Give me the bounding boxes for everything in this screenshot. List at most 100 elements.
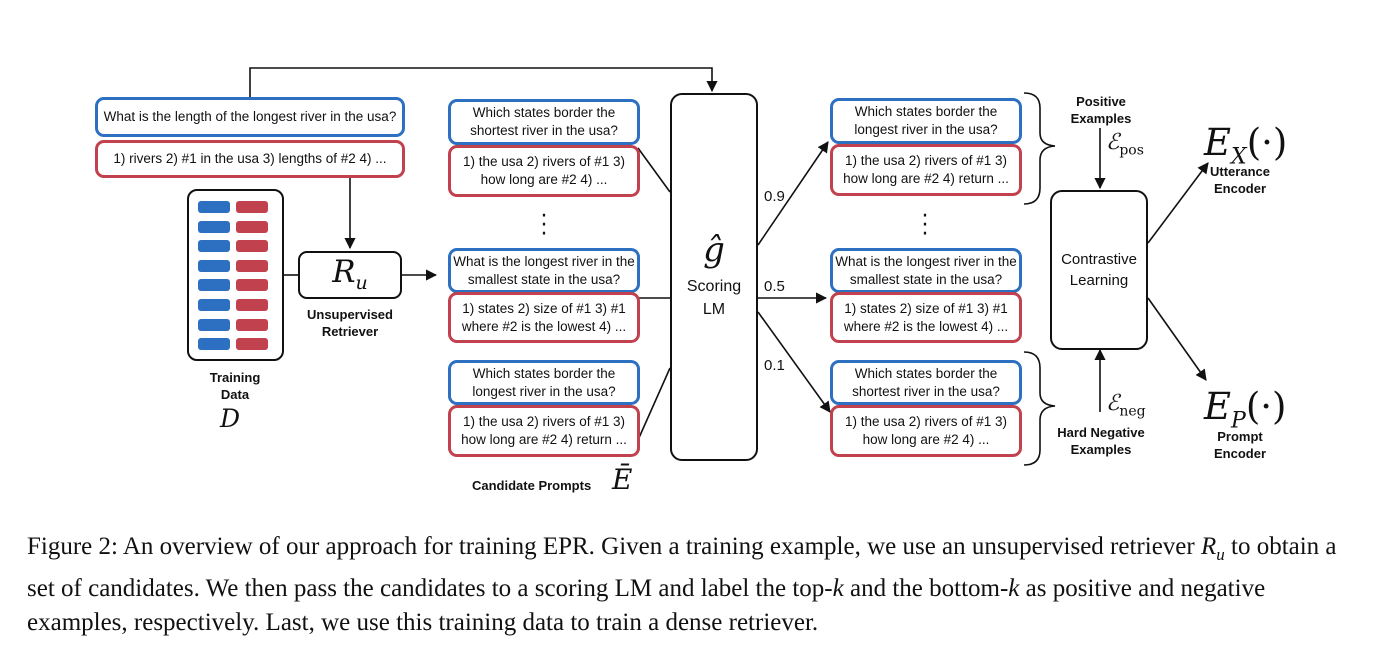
unsupervised-retriever-box: Ru <box>298 251 402 299</box>
training-utterance-chip <box>198 259 230 272</box>
caption-math-r-sub: u <box>1216 545 1225 564</box>
prompt-encoder-args: (·) <box>1245 385 1287 428</box>
candidate-2-decomposition: 1) states 2) size of #1 3) #1 where #2 i… <box>461 300 627 334</box>
training-utterance-chip <box>198 220 230 233</box>
training-utterance-chip <box>198 338 230 351</box>
negative-brace <box>1023 351 1056 466</box>
caption-math-retriever: Ru <box>1201 533 1225 564</box>
candidate-3-decomposition: 1) the usa 2) rivers of #1 3) how long a… <box>461 414 627 447</box>
utterance-encoder-label: Utterance Encoder <box>1210 164 1270 196</box>
training-program-chip <box>236 201 268 213</box>
contrastive-learning-label: Contrastive Learning <box>1061 251 1137 289</box>
scorer-to-rank-1-arrow <box>757 141 829 246</box>
training-program-chip <box>236 279 268 292</box>
query-to-scorer-arrow <box>249 67 718 97</box>
hard-negative-examples-label: Hard Negative Examples <box>1057 425 1145 457</box>
positive-brace <box>1023 92 1056 205</box>
candidate-prompts-label: Candidate Prompts <box>472 478 592 493</box>
scoring-lm-label: Scoring LM <box>686 278 742 318</box>
unsupervised-retriever-label: Unsupervised Retriever <box>307 307 393 339</box>
training-query-box: What is the length of the longest river … <box>95 97 405 137</box>
training-program-chip <box>236 220 268 233</box>
training-program-chip <box>236 318 268 331</box>
score-bottom: 0.1 <box>764 357 785 374</box>
scoring-lm-box: ĝ Scoring LM <box>670 93 758 461</box>
candidate-ellipsis: ··· <box>540 204 548 247</box>
positive-symbol: ℰpos <box>1106 130 1144 159</box>
training-decomposition-box: 1) rivers 2) #1 in the usa 3) lengths of… <box>95 140 405 178</box>
score-top: 0.9 <box>764 188 785 205</box>
candidate-1-question: Which states border the shortest river i… <box>470 105 618 138</box>
positive-symbol-letter: ℰ <box>1106 130 1120 155</box>
contrastive-to-prompt-arrow <box>1147 297 1207 381</box>
utterance-encoder-args: (·) <box>1246 121 1288 164</box>
training-data-container <box>187 189 284 361</box>
candidate-2-decomposition-box: 1) states 2) size of #1 3) #1 where #2 i… <box>448 292 640 343</box>
caption-part-4: as positive and negative examples, respe… <box>27 575 1266 636</box>
training-utterance-chip <box>198 201 230 213</box>
contrastive-to-utterance-arrow <box>1147 162 1209 244</box>
caption-part-2: to obtain a set of candidates. We then p… <box>27 533 1337 602</box>
positive-examples-label: Positive Examples <box>1070 94 1132 126</box>
training-data-symbol: D <box>220 404 241 433</box>
training-data-label: Training Data <box>209 370 261 402</box>
retriever-subscript: u <box>355 272 368 295</box>
training-program-chip <box>236 259 268 272</box>
candidate-1-decomposition: 1) the usa 2) rivers of #1 3) how long a… <box>462 154 626 187</box>
utterance-encoder-subscript: X <box>1231 144 1247 170</box>
ranked-ellipsis: ··· <box>921 204 929 247</box>
prompt-encoder-label: Prompt Encoder <box>1213 429 1266 461</box>
training-utterance-chip <box>198 299 230 311</box>
ranked-3-decomposition-box: 1) the usa 2) rivers of #1 3) how long a… <box>830 405 1022 457</box>
ranked-2-decomposition: 1) states 2) size of #1 3) #1 where #2 i… <box>843 300 1009 334</box>
retriever-symbol: R <box>332 253 356 290</box>
candidate-2-question: What is the longest river in the smalles… <box>453 253 635 287</box>
negative-symbol-letter: ℰ <box>1106 391 1120 416</box>
candidate-3-question: Which states border the longest river in… <box>472 365 616 399</box>
caption-part-1: Figure 2: An overview of our approach fo… <box>27 533 1201 560</box>
prompt-encoder-symbol: EP(·) <box>1204 388 1286 432</box>
negative-symbol-subscript: neg <box>1119 403 1146 420</box>
ranked-2-decomposition-box: 1) states 2) size of #1 3) #1 where #2 i… <box>830 292 1022 343</box>
contrastive-learning-box: Contrastive Learning <box>1050 190 1148 350</box>
caption-part-3: and the bottom- <box>843 575 1009 602</box>
ranked-2-question-box: What is the longest river in the smalles… <box>830 248 1022 293</box>
candidate-1-to-scorer-line <box>637 147 671 193</box>
ranked-1-question: Which states border the longest river in… <box>854 104 998 137</box>
score-middle: 0.5 <box>764 278 785 295</box>
figure-caption: Figure 2: An overview of our approach fo… <box>27 530 1352 640</box>
ranked-3-question: Which states border the shortest river i… <box>852 365 1000 399</box>
training-program-chip <box>236 299 268 311</box>
candidate-3-question-box: Which states border the longest river in… <box>448 360 640 405</box>
ranked-3-decomposition: 1) the usa 2) rivers of #1 3) how long a… <box>844 414 1008 447</box>
candidate-1-question-box: Which states border the shortest river i… <box>448 99 640 145</box>
candidate-prompts-symbol: Ē <box>612 463 633 496</box>
ranked-1-decomposition: 1) the usa 2) rivers of #1 3) how long a… <box>843 153 1009 186</box>
utterance-encoder-letter: E <box>1204 121 1232 164</box>
caption-math-k-top: k <box>832 575 844 602</box>
training-utterance-chip <box>198 318 230 331</box>
training-query-text: What is the length of the longest river … <box>103 109 397 124</box>
utterance-encoder-symbol: EX(·) <box>1204 124 1287 168</box>
ranked-1-question-box: Which states border the longest river in… <box>830 98 1022 144</box>
candidate-3-decomposition-box: 1) the usa 2) rivers of #1 3) how long a… <box>448 405 640 457</box>
training-program-chip <box>236 240 268 253</box>
ranked-1-decomposition-box: 1) the usa 2) rivers of #1 3) how long a… <box>830 144 1022 196</box>
prompt-encoder-letter: E <box>1204 385 1232 428</box>
prompt-encoder-subscript: P <box>1231 408 1246 434</box>
training-utterance-chip <box>198 240 230 253</box>
candidate-1-decomposition-box: 1) the usa 2) rivers of #1 3) how long a… <box>448 145 640 197</box>
training-decomposition-text: 1) rivers 2) #1 in the usa 3) lengths of… <box>113 151 387 166</box>
training-program-chip <box>236 338 268 351</box>
caption-math-k-bottom: k <box>1008 575 1020 602</box>
negative-symbol: ℰneg <box>1106 391 1146 420</box>
positive-symbol-subscript: pos <box>1119 142 1144 159</box>
candidate-3-to-scorer-line <box>637 367 671 441</box>
training-utterance-chip <box>198 279 230 292</box>
candidate-2-question-box: What is the longest river in the smalles… <box>448 248 640 293</box>
scoring-lm-symbol: ĝ <box>703 230 725 270</box>
ranked-2-question: What is the longest river in the smalles… <box>835 253 1017 287</box>
ranked-3-question-box: Which states border the shortest river i… <box>830 360 1022 405</box>
